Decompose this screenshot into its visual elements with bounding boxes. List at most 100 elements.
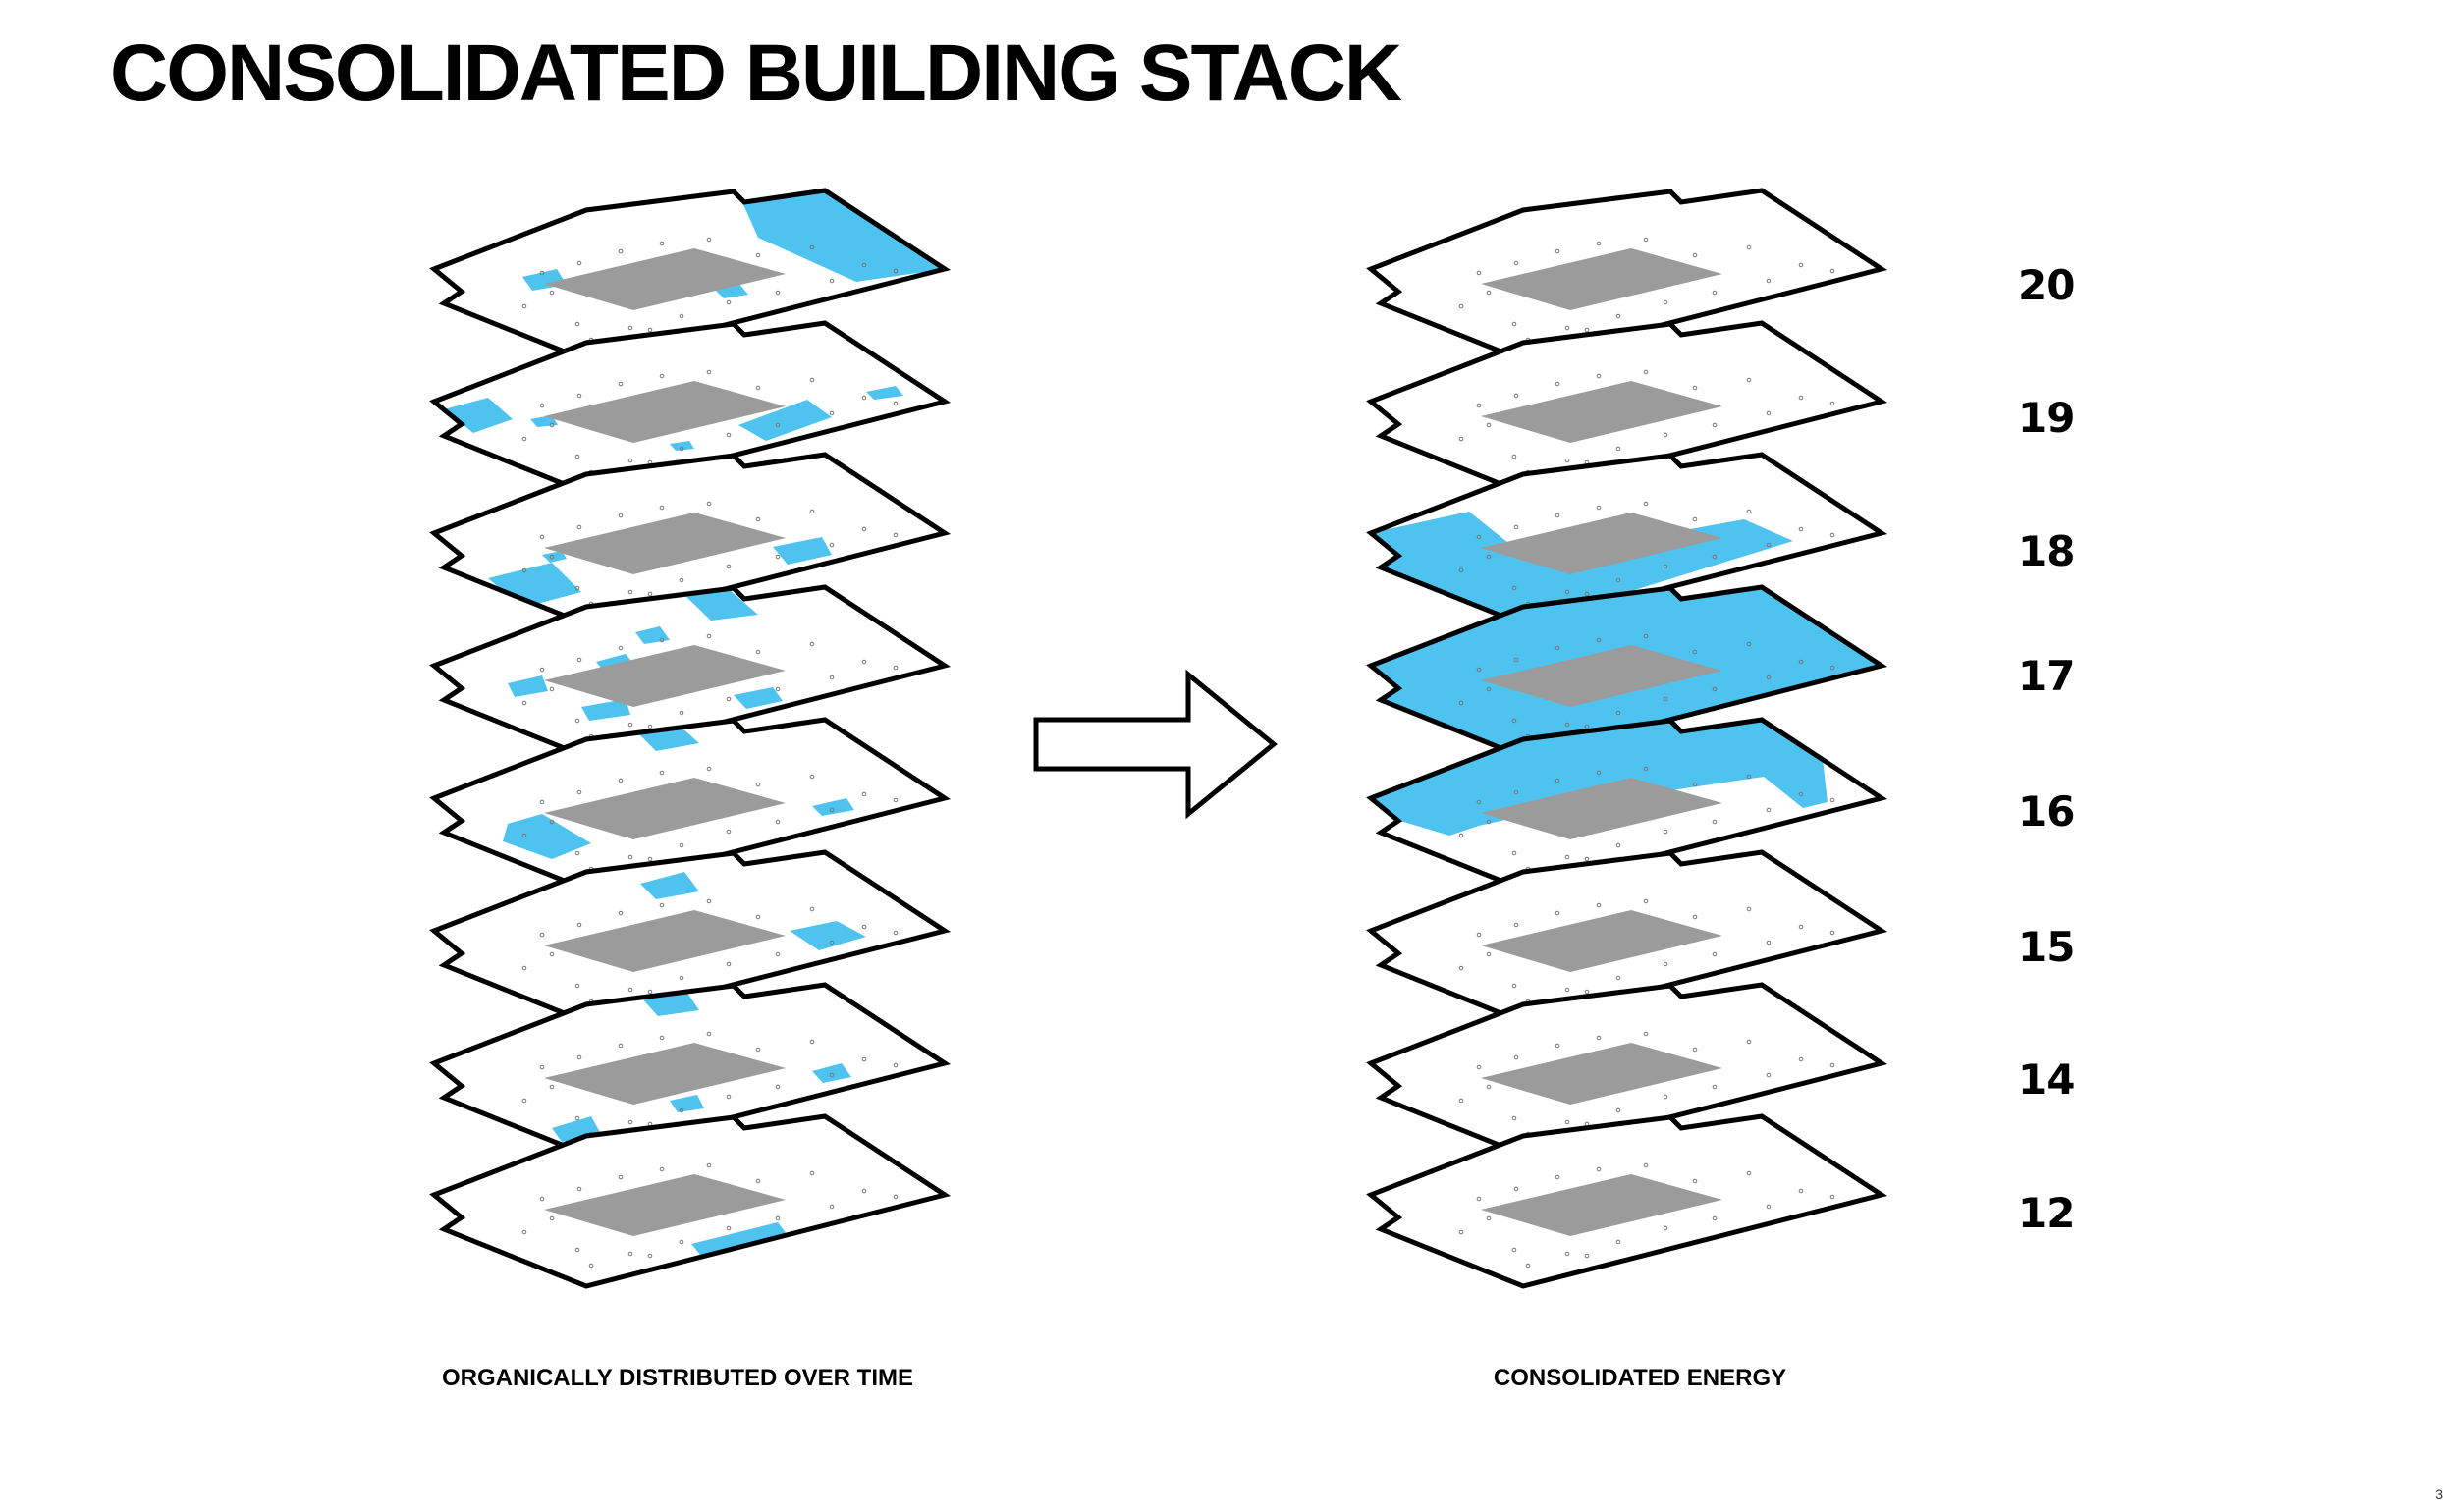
right-floor-17-column-11	[1564, 722, 1570, 728]
left-floor-15-column-11	[627, 987, 633, 993]
right-floor-17-column-14	[1712, 686, 1718, 692]
right-floor-20-column-17	[1584, 327, 1590, 333]
right-floor-19-core	[1481, 381, 1722, 443]
left-floor-19-column-4	[659, 373, 665, 379]
right-floor-20-column-5	[1643, 237, 1649, 243]
left-floor-17-column-2	[576, 657, 582, 663]
left-floor-12-column-16	[588, 1263, 594, 1269]
right-floor-12-column-2	[1513, 1186, 1519, 1192]
right-floor-20-column-3	[1555, 248, 1560, 254]
right-floor-20-column-13	[1663, 299, 1668, 305]
left-floor-20-core	[544, 248, 786, 310]
left-floor-16-column-14	[775, 819, 781, 825]
right-floor-17-column-6	[1692, 649, 1698, 655]
right-floor-15-column-8	[1798, 924, 1804, 930]
left-floor-12-column-4	[659, 1166, 665, 1172]
left-floor-12-column-2	[576, 1186, 582, 1192]
right-floor-19-column-8	[1798, 395, 1804, 401]
right-floor-18-column-9	[1458, 567, 1464, 573]
right-floor-12-column-7	[1746, 1170, 1752, 1176]
left-floor-17-column-5	[706, 633, 712, 639]
left-floor-12-column-18	[549, 1215, 555, 1221]
left-floor-16-column-1	[539, 799, 545, 805]
right-floor-19-column-2	[1513, 393, 1519, 399]
left-floor-19-column-7	[809, 377, 815, 383]
right-floor-16-outline	[1366, 717, 1888, 892]
right-floor-15-column-15	[1766, 940, 1772, 945]
right-floor-19-column-7	[1746, 377, 1752, 383]
left-floor-19-column-11	[627, 458, 633, 463]
left-floor-19-column-8	[861, 395, 867, 401]
right-floor-20-column-15	[1766, 278, 1772, 284]
left-floor-15-core	[544, 910, 786, 972]
left-floor-17-column-6	[755, 649, 761, 655]
left-floor-15-column-15	[829, 940, 835, 945]
left-floor-19-column-15	[829, 410, 835, 416]
left-floor-19-column-19	[893, 401, 899, 406]
left-floor-12-column-19	[893, 1194, 899, 1200]
left-floor-14-column-14	[775, 1084, 781, 1090]
left-floor-19-column-10	[574, 454, 580, 459]
right-floor-18-column-6	[1692, 516, 1698, 522]
right-floor-15-column-1	[1476, 932, 1482, 938]
right-floor-12-outline	[1366, 1113, 1888, 1289]
left-floor-14-column-12	[679, 1107, 684, 1113]
right-floor-14-column-11	[1564, 1119, 1570, 1125]
left-floor-16-occupied-zone-3	[812, 798, 854, 816]
right-floor-15-column-7	[1746, 906, 1752, 912]
left-floor-15-column-12	[679, 975, 684, 981]
right-floor-18-core	[1481, 513, 1722, 574]
left-floor-18	[429, 452, 952, 627]
right-floor-19	[1366, 320, 1888, 496]
left-floor-19-column-12	[679, 446, 684, 452]
right-floor-14-column-18	[1486, 1084, 1492, 1090]
left-floor-17-column-12	[679, 710, 684, 716]
right-floor-16-column-7	[1746, 774, 1752, 780]
left-floor-17-column-7	[809, 641, 815, 647]
right-floor-18-column-12	[1615, 577, 1621, 583]
left-floor-16-column-8	[861, 791, 867, 797]
right-floor-18-column-5	[1643, 501, 1649, 507]
right-floor-16-column-10	[1511, 850, 1517, 856]
right-floor-14-column-8	[1798, 1056, 1804, 1062]
right-floor-20-column-10	[1511, 321, 1517, 327]
left-floor-18-column-3	[618, 513, 624, 518]
left-floor-18-column-4	[659, 505, 665, 511]
caption-organically-distributed: ORGANICALLY DISTRIBUTED OVER TIME	[441, 1365, 914, 1391]
right-floor-12-column-11	[1564, 1251, 1570, 1257]
right-floor-18-outline	[1366, 452, 1888, 627]
right-floor-15-column-14	[1712, 951, 1718, 957]
right-floor-17-column-19	[1829, 665, 1835, 671]
left-floor-12-column-6	[755, 1178, 761, 1184]
right-floor-18-column-14	[1712, 554, 1718, 560]
left-floor-17-core	[544, 645, 786, 707]
right-floor-15-column-4	[1596, 902, 1602, 908]
left-floor-17-occupied-zone-2	[635, 626, 670, 644]
right-floor-15-column-10	[1511, 983, 1517, 989]
left-floor-16-column-4	[659, 770, 665, 776]
floor-label-12: 12	[2018, 1189, 2076, 1237]
right-floor-14-column-1	[1476, 1064, 1482, 1070]
left-floor-15-column-14	[775, 951, 781, 957]
left-floor-18-column-19	[893, 532, 899, 538]
right-floor-15-column-3	[1555, 910, 1560, 916]
left-floor-16-column-3	[618, 778, 624, 783]
right-floor-18-column-13	[1663, 564, 1668, 569]
right-floor-16-core	[1481, 778, 1722, 839]
right-floor-19-column-9	[1458, 436, 1464, 442]
right-floor-14-column-9	[1458, 1098, 1464, 1104]
floor-label-18: 18	[2018, 527, 2076, 575]
left-floor-12-column-14	[775, 1215, 781, 1221]
right-floor-12-column-15	[1766, 1204, 1772, 1210]
left-floor-16-column-12	[679, 842, 684, 848]
left-floor-12-column-9	[521, 1229, 527, 1235]
left-floor-18-column-2	[576, 524, 582, 530]
right-floor-12-column-19	[1829, 1194, 1835, 1200]
left-floor-17	[429, 584, 952, 760]
left-floor-19-occupied-zone-4	[866, 386, 903, 400]
right-floor-14-column-15	[1766, 1072, 1772, 1078]
left-floor-12-column-3	[618, 1174, 624, 1180]
right-floor-12-column-8	[1798, 1188, 1804, 1194]
right-floor-12-column-13	[1663, 1225, 1668, 1231]
left-floor-17-column-11	[627, 722, 633, 728]
